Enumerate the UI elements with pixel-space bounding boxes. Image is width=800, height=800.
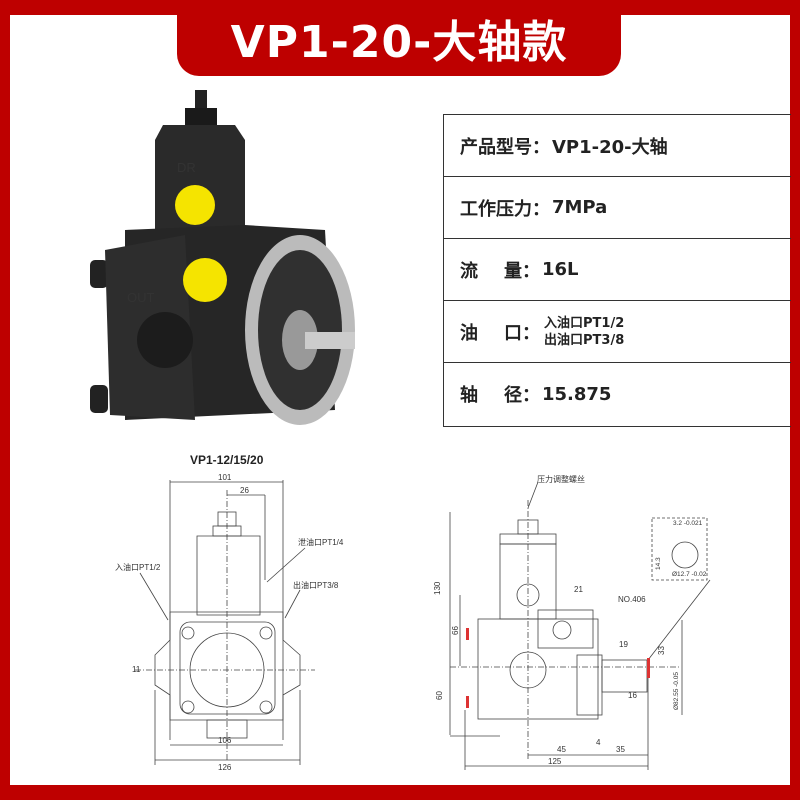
dr-label: DR bbox=[177, 160, 196, 175]
title-banner: VP1-20-大轴款 bbox=[177, 0, 621, 76]
dim-60: 60 bbox=[435, 691, 444, 700]
page-title: VP1-20-大轴款 bbox=[230, 17, 568, 68]
spec-label-b: 量： bbox=[504, 260, 540, 282]
spec-label-b: 径： bbox=[504, 385, 540, 406]
spec-label-a: 轴 bbox=[460, 385, 478, 406]
dim-21: 21 bbox=[574, 585, 583, 594]
spec-value: VP1-20-大轴 bbox=[552, 136, 668, 158]
inlet-port-label: 入油口PT1/2 bbox=[115, 562, 161, 572]
inlet-port-value: 入油口PT1/2 bbox=[544, 315, 625, 331]
shaft-diameter: Ø12.7 -0.02 bbox=[672, 571, 707, 578]
drain-port-label: 泄油口PT1/4 bbox=[298, 537, 344, 547]
dim-45: 45 bbox=[557, 745, 566, 754]
spec-label: 产品型号： bbox=[460, 136, 550, 158]
out-label: OUT bbox=[127, 290, 155, 305]
flange-diameter: Ø82.55 -0.05 bbox=[673, 672, 680, 710]
spec-label-a: 流 bbox=[460, 260, 478, 282]
key-width: 3.2 -0.021 bbox=[673, 520, 703, 527]
spec-label-a: 油 bbox=[460, 322, 478, 344]
spec-row-model: 产品型号：VP1-20-大轴 bbox=[444, 115, 791, 177]
spec-value: 15.875 bbox=[542, 383, 612, 405]
spec-value: 7MPa bbox=[552, 197, 608, 218]
dim-125: 125 bbox=[548, 757, 562, 766]
dim-101: 101 bbox=[218, 473, 232, 482]
dim-33: 33 bbox=[657, 646, 666, 655]
dim-126: 126 bbox=[218, 763, 232, 772]
dim-35: 35 bbox=[616, 745, 625, 754]
dim-4: 4 bbox=[596, 738, 601, 747]
adjust-screw-label: 压力调整螺丝 bbox=[537, 474, 585, 484]
outlet-port-label: 出油口PT3/8 bbox=[293, 580, 339, 590]
front-drawing-title: VP1-12/15/20 bbox=[190, 453, 264, 467]
dim-26: 26 bbox=[240, 486, 249, 495]
key-label: NO.406 bbox=[618, 595, 646, 604]
dim-16: 16 bbox=[628, 691, 637, 700]
spec-row-shaft: 轴 径：15.875 bbox=[444, 363, 791, 425]
dim-66: 66 bbox=[451, 626, 460, 635]
spec-value: 16L bbox=[542, 259, 579, 280]
spec-label: 工作压力： bbox=[460, 198, 550, 220]
outlet-port-value: 出油口PT3/8 bbox=[544, 332, 625, 348]
front-view-drawing: 101 26 106 126 11 泄油口PT1/4 入油口PT1/2 出油口P… bbox=[115, 473, 344, 772]
spec-label: 流 量： bbox=[460, 257, 540, 283]
pump-product-image: DR OUT bbox=[90, 90, 355, 425]
key-height: 14.3 bbox=[655, 557, 662, 570]
side-view-drawing: 压力调整螺丝 130 66 60 21 19 33 16 45 4 35 125… bbox=[433, 474, 711, 770]
dim-106: 106 bbox=[218, 736, 232, 745]
dim-19: 19 bbox=[619, 640, 628, 649]
dim-130: 130 bbox=[433, 581, 442, 595]
spec-label-b: 口： bbox=[504, 322, 540, 344]
spec-label: 轴 径： bbox=[460, 381, 540, 407]
spec-label: 油 口： bbox=[460, 319, 540, 345]
spec-row-flow: 流 量：16L bbox=[444, 239, 791, 301]
spec-table: 产品型号：VP1-20-大轴 工作压力：7MPa 流 量：16L 油 口：入油口PT… bbox=[443, 114, 791, 427]
dim-11: 11 bbox=[132, 665, 141, 674]
spec-row-pressure: 工作压力：7MPa bbox=[444, 177, 791, 239]
